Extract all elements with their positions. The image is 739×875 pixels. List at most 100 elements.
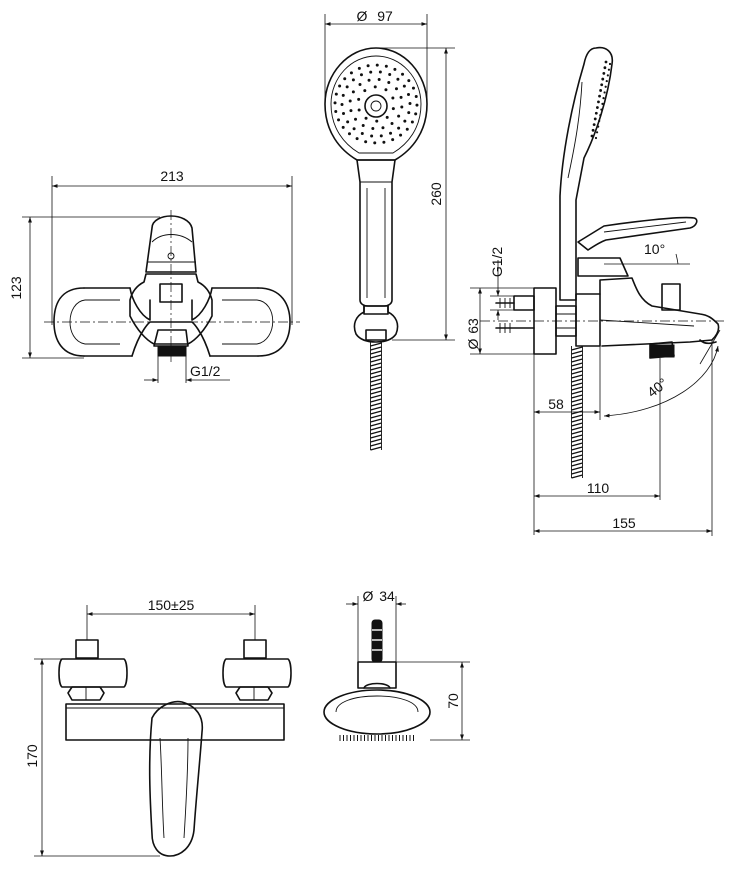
nozzle-dot bbox=[351, 90, 355, 94]
dim-holder-height-label: 70 bbox=[445, 693, 461, 709]
hose-coil bbox=[571, 474, 583, 479]
side-nozzle-dot bbox=[599, 89, 603, 92]
nozzle-dot bbox=[414, 112, 418, 116]
side-nozzle-dot bbox=[600, 83, 604, 87]
hose-coil bbox=[370, 354, 382, 359]
nozzle-dot bbox=[388, 72, 392, 76]
hose-coil bbox=[571, 390, 583, 395]
nozzle-dot bbox=[341, 93, 345, 97]
nozzle-dot bbox=[377, 77, 381, 81]
hose-coil bbox=[571, 378, 583, 383]
dim-front-thread: G1/2 bbox=[144, 356, 230, 383]
nozzle-dot bbox=[403, 119, 407, 123]
side-nozzle-dot bbox=[593, 117, 597, 121]
hose-coil bbox=[370, 434, 382, 439]
dim-wall-to-spout-tip: 155 bbox=[534, 340, 713, 536]
hose-coil bbox=[571, 406, 583, 411]
side-nozzle-dot bbox=[592, 123, 596, 127]
nozzle-dot bbox=[343, 77, 347, 81]
side-nozzle-dot bbox=[597, 100, 600, 104]
holder-view: Ø 34 70 bbox=[323, 588, 470, 741]
nozzle-dot bbox=[385, 115, 389, 119]
hose-coil bbox=[370, 374, 382, 379]
nozzle-dot bbox=[366, 64, 370, 68]
nozzle-dot bbox=[342, 112, 346, 116]
nozzle-dot bbox=[359, 73, 363, 77]
dim-side-diameter: 63 Ø bbox=[465, 287, 534, 355]
dim-handshower-length: 260 bbox=[380, 47, 455, 341]
dim-connection-spacing: 150±25 bbox=[86, 597, 256, 640]
nozzle-dot bbox=[397, 114, 401, 118]
dim-top-height: 170 bbox=[24, 658, 160, 857]
hose-coil bbox=[370, 358, 382, 363]
hose-coil bbox=[370, 402, 382, 407]
side-body-spout bbox=[599, 277, 720, 359]
hose-coil bbox=[571, 398, 583, 403]
side-nozzle-dot bbox=[601, 77, 605, 81]
side-nozzle-dot bbox=[599, 114, 602, 117]
dim-front-height-label: 123 bbox=[8, 276, 24, 300]
side-nozzle-dot bbox=[600, 108, 603, 111]
hose-coil bbox=[571, 422, 583, 427]
hose-coil bbox=[571, 446, 583, 451]
nozzle-dot bbox=[338, 84, 342, 88]
nozzle-dot bbox=[349, 109, 353, 113]
nozzle-dot bbox=[357, 108, 361, 112]
nozzle-dot bbox=[415, 103, 419, 107]
nozzle-dot bbox=[375, 119, 379, 123]
dim-front-width: 213 bbox=[51, 168, 293, 325]
nozzle-dot bbox=[370, 134, 374, 138]
side-nozzle-dot bbox=[595, 131, 599, 134]
nozzle-dot bbox=[391, 96, 395, 100]
dim-wall-to-spout-tip-label: 155 bbox=[612, 515, 636, 531]
nozzle-dot bbox=[391, 138, 395, 142]
dim-holder-height: 70 bbox=[396, 661, 470, 741]
nozzle-dot bbox=[402, 84, 406, 88]
nozzle-dot bbox=[407, 111, 411, 115]
nozzle-dot bbox=[406, 92, 410, 96]
dim-side-diameter-label: 63 bbox=[465, 318, 481, 334]
side-nozzle-dot bbox=[594, 111, 598, 115]
nozzle-dot bbox=[361, 124, 365, 128]
nozzle-dot bbox=[379, 134, 383, 138]
nozzle-dot bbox=[410, 120, 414, 124]
hose-coil bbox=[571, 394, 583, 399]
side-nozzle-dot bbox=[594, 136, 598, 140]
holder-body bbox=[323, 661, 431, 741]
hose-coil bbox=[370, 418, 382, 423]
nozzle-dot bbox=[396, 77, 400, 81]
side-handshower-nozzles bbox=[590, 60, 612, 140]
side-nozzle-dot bbox=[603, 91, 606, 94]
side-nozzle-dot bbox=[602, 97, 605, 100]
dim-spout-angle-label: 40° bbox=[644, 375, 671, 401]
dim-head-diameter: Ø 97 bbox=[324, 8, 428, 100]
hose-coil bbox=[571, 466, 583, 471]
dim-top-height-label: 170 bbox=[24, 744, 40, 768]
nozzle-dot bbox=[369, 70, 373, 74]
handshower-hose bbox=[370, 342, 382, 451]
hose-coil bbox=[571, 402, 583, 407]
nozzle-dot bbox=[407, 79, 411, 83]
hose-coil bbox=[571, 346, 583, 351]
side-nozzle-dot bbox=[598, 94, 601, 98]
handshower-head bbox=[324, 47, 428, 161]
dim-holder-diameter: Ø 34 bbox=[346, 588, 406, 662]
nozzle-dot bbox=[378, 70, 382, 74]
hose-coil bbox=[370, 378, 382, 383]
hose-coil bbox=[370, 410, 382, 415]
nozzle-dot bbox=[373, 85, 377, 89]
top-right-connector bbox=[222, 639, 292, 701]
hose-coil bbox=[370, 382, 382, 387]
side-nozzle-dot bbox=[591, 128, 595, 132]
nozzle-dot bbox=[399, 133, 403, 137]
side-view: G1/2 63 Ø 10° 40° 58 110 bbox=[465, 46, 724, 536]
hose-coil bbox=[370, 426, 382, 431]
nozzle-dot bbox=[346, 120, 350, 124]
side-nozzle-dot bbox=[602, 71, 606, 75]
hose-coil bbox=[571, 414, 583, 419]
handshower-connector bbox=[353, 305, 399, 343]
side-nozzle-dot bbox=[601, 102, 604, 105]
side-nozzle-dot bbox=[607, 68, 611, 71]
nozzle-dot bbox=[358, 83, 362, 87]
side-nozzle-dot bbox=[598, 119, 601, 123]
